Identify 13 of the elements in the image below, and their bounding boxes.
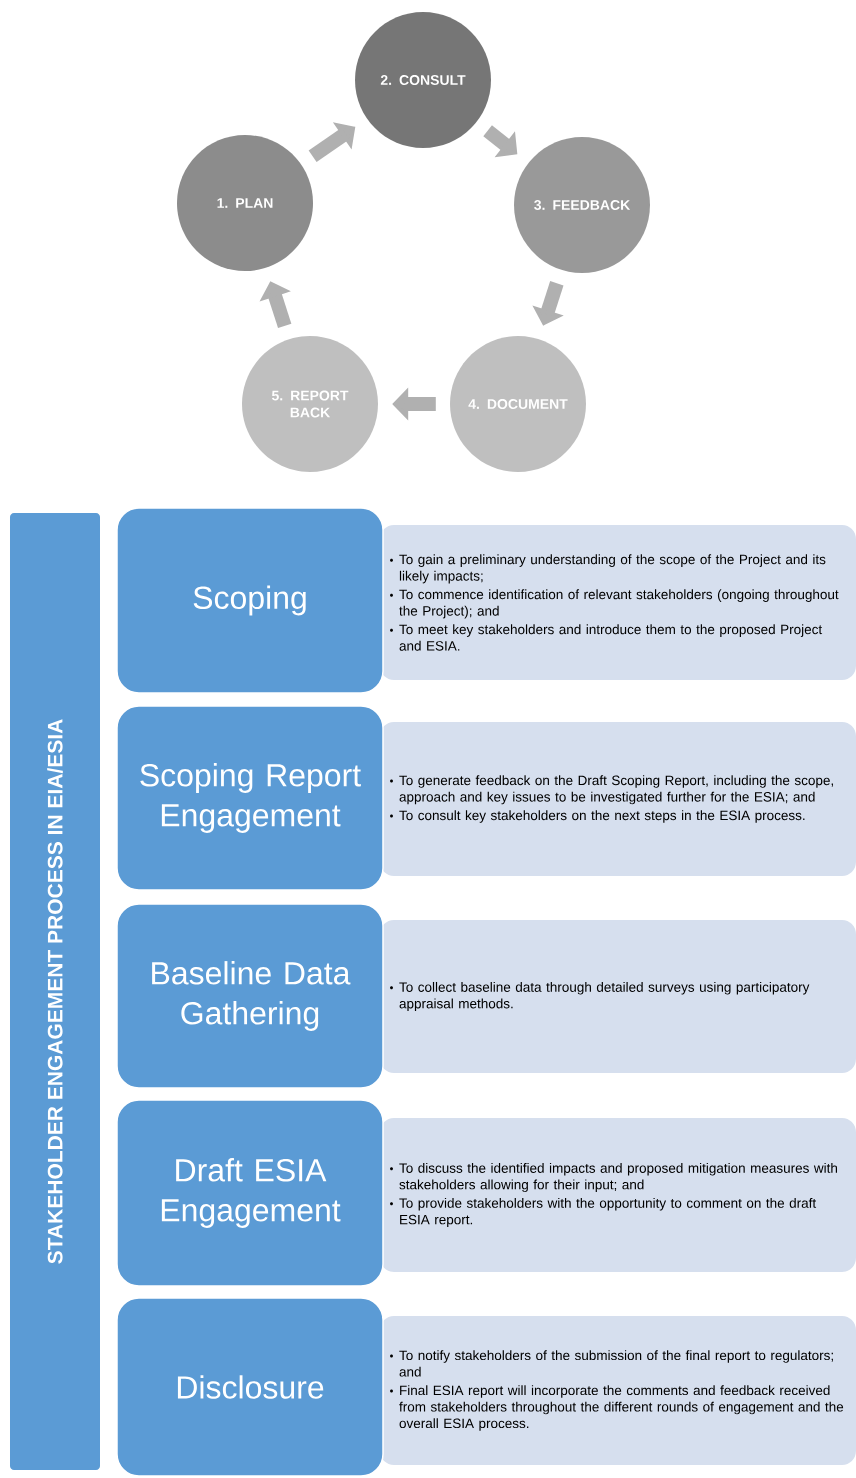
stage-box: Baseline Data Gathering — [116, 903, 384, 1089]
stage-box: Disclosure — [116, 1297, 384, 1477]
stage-box: Scoping Report Engagement — [116, 705, 384, 891]
stage-box: Draft ESIA Engagement — [116, 1099, 384, 1287]
title-band: STAKEHOLDER ENGAGEMENT PROCESS IN EIA/ESIA — [10, 513, 100, 1470]
description-panel: To generate feedback on the Draft Scoping Report, including the scope, approach and key issues to be investigated further for the ESIA; and To consult key stakeholders on the next steps in the ESIA process. — [380, 722, 856, 876]
description-panel: To discuss the identified impacts and proposed mitigation measures with stakeholders allowing for their input; and To provide stakeholders with the opportunity to comment on the draft ESIA report. — [380, 1118, 856, 1272]
description-panel: To collect baseline data through detailed surveys using participatory appraisal methods. — [380, 920, 856, 1073]
arrow — [308, 122, 356, 163]
stage-box: Scoping — [116, 507, 384, 694]
description-panel: To notify stakeholders of the submission of the final report to regulators; and Final ESIA report will incorporate the comments and feedback received from stakeholders throughout the different rounds of engagement and the overall ESIA process. — [380, 1316, 856, 1465]
description-panel: To gain a preliminary understanding of the scope of the Project and its likely impacts; To commence identification of relevant stakeholders (ongoing throughout the Project); and To meet key stakeholders and introduce them to the proposed Project and ESIA. — [380, 525, 856, 680]
arrow — [259, 281, 292, 328]
